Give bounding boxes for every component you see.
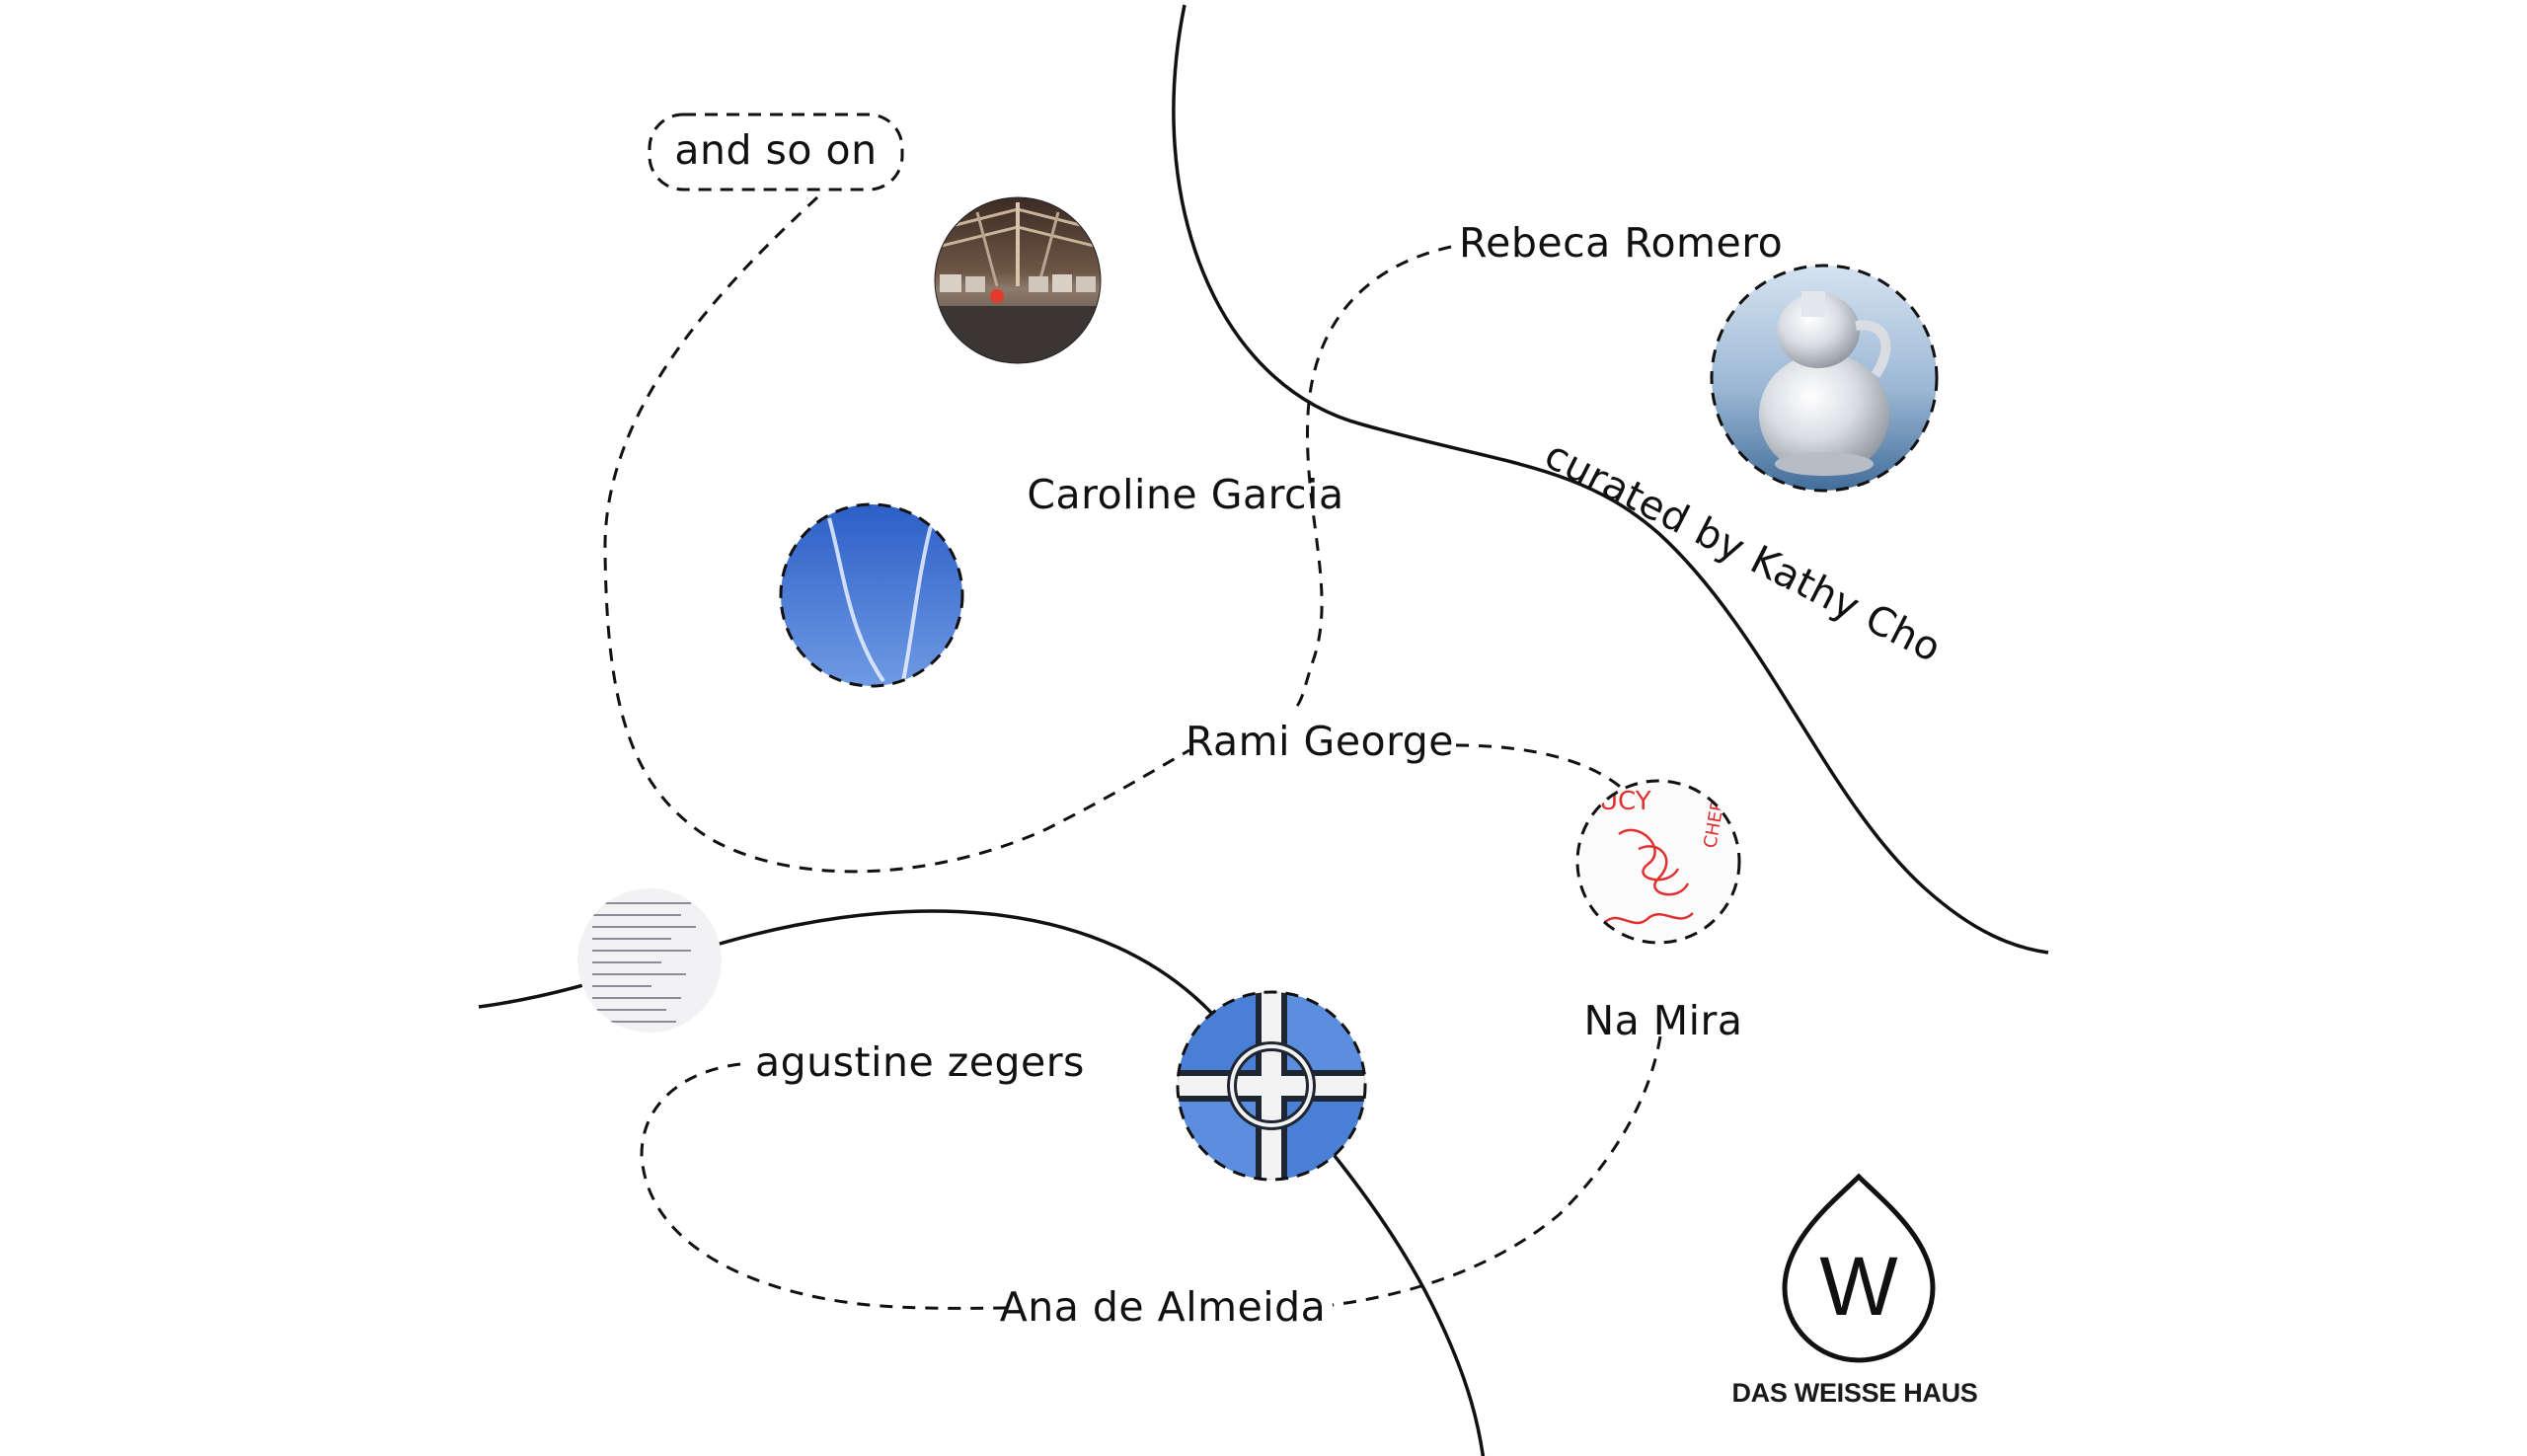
dashed-path-agustine-ana bbox=[640, 1062, 1008, 1310]
svg-text:UCY: UCY bbox=[1599, 787, 1651, 816]
logo-letter: W bbox=[1819, 1240, 1897, 1333]
drop-icon bbox=[1782, 1173, 1936, 1363]
red-scribble-drawing-thumbnail[interactable]: UCY CHER bbox=[1574, 779, 1742, 948]
artist-caroline-garcia[interactable]: Caroline Garcia bbox=[1027, 471, 1343, 518]
blue-tile-thumbnail[interactable] bbox=[1175, 989, 1368, 1183]
artist-rami-george[interactable]: Rami George bbox=[1186, 718, 1454, 765]
silver-vessel-thumbnail[interactable] bbox=[1708, 262, 1941, 495]
solid-curve-upper bbox=[1172, 4, 2049, 955]
sky-contrails-thumbnail[interactable] bbox=[779, 502, 964, 688]
artist-rebeca-romero[interactable]: Rebeca Romero bbox=[1459, 219, 1783, 267]
artist-na-mira[interactable]: Na Mira bbox=[1583, 997, 1742, 1044]
dashed-path-rami-namira bbox=[1455, 743, 1636, 801]
and-so-on-label: and so on bbox=[674, 126, 877, 174]
das-weisse-haus-logo[interactable]: W DAS WEISSE HAUS bbox=[1731, 1173, 1978, 1408]
dashed-path-na-mira-ana bbox=[1332, 1035, 1662, 1307]
brand-name: DAS WEISSE HAUS bbox=[1731, 1378, 1977, 1408]
and-so-on-pill[interactable]: and so on bbox=[648, 113, 904, 192]
artist-ana-de-almeida[interactable]: Ana de Almeida bbox=[1000, 1283, 1327, 1331]
dashed-path-rebeca bbox=[1291, 245, 1452, 713]
printed-text-thumbnail[interactable] bbox=[577, 888, 722, 1033]
dashed-path-and-so-on bbox=[603, 195, 1190, 874]
artist-agustine-zegers[interactable]: agustine zegers bbox=[755, 1038, 1085, 1086]
room-panorama-thumbnail[interactable] bbox=[933, 195, 1103, 365]
